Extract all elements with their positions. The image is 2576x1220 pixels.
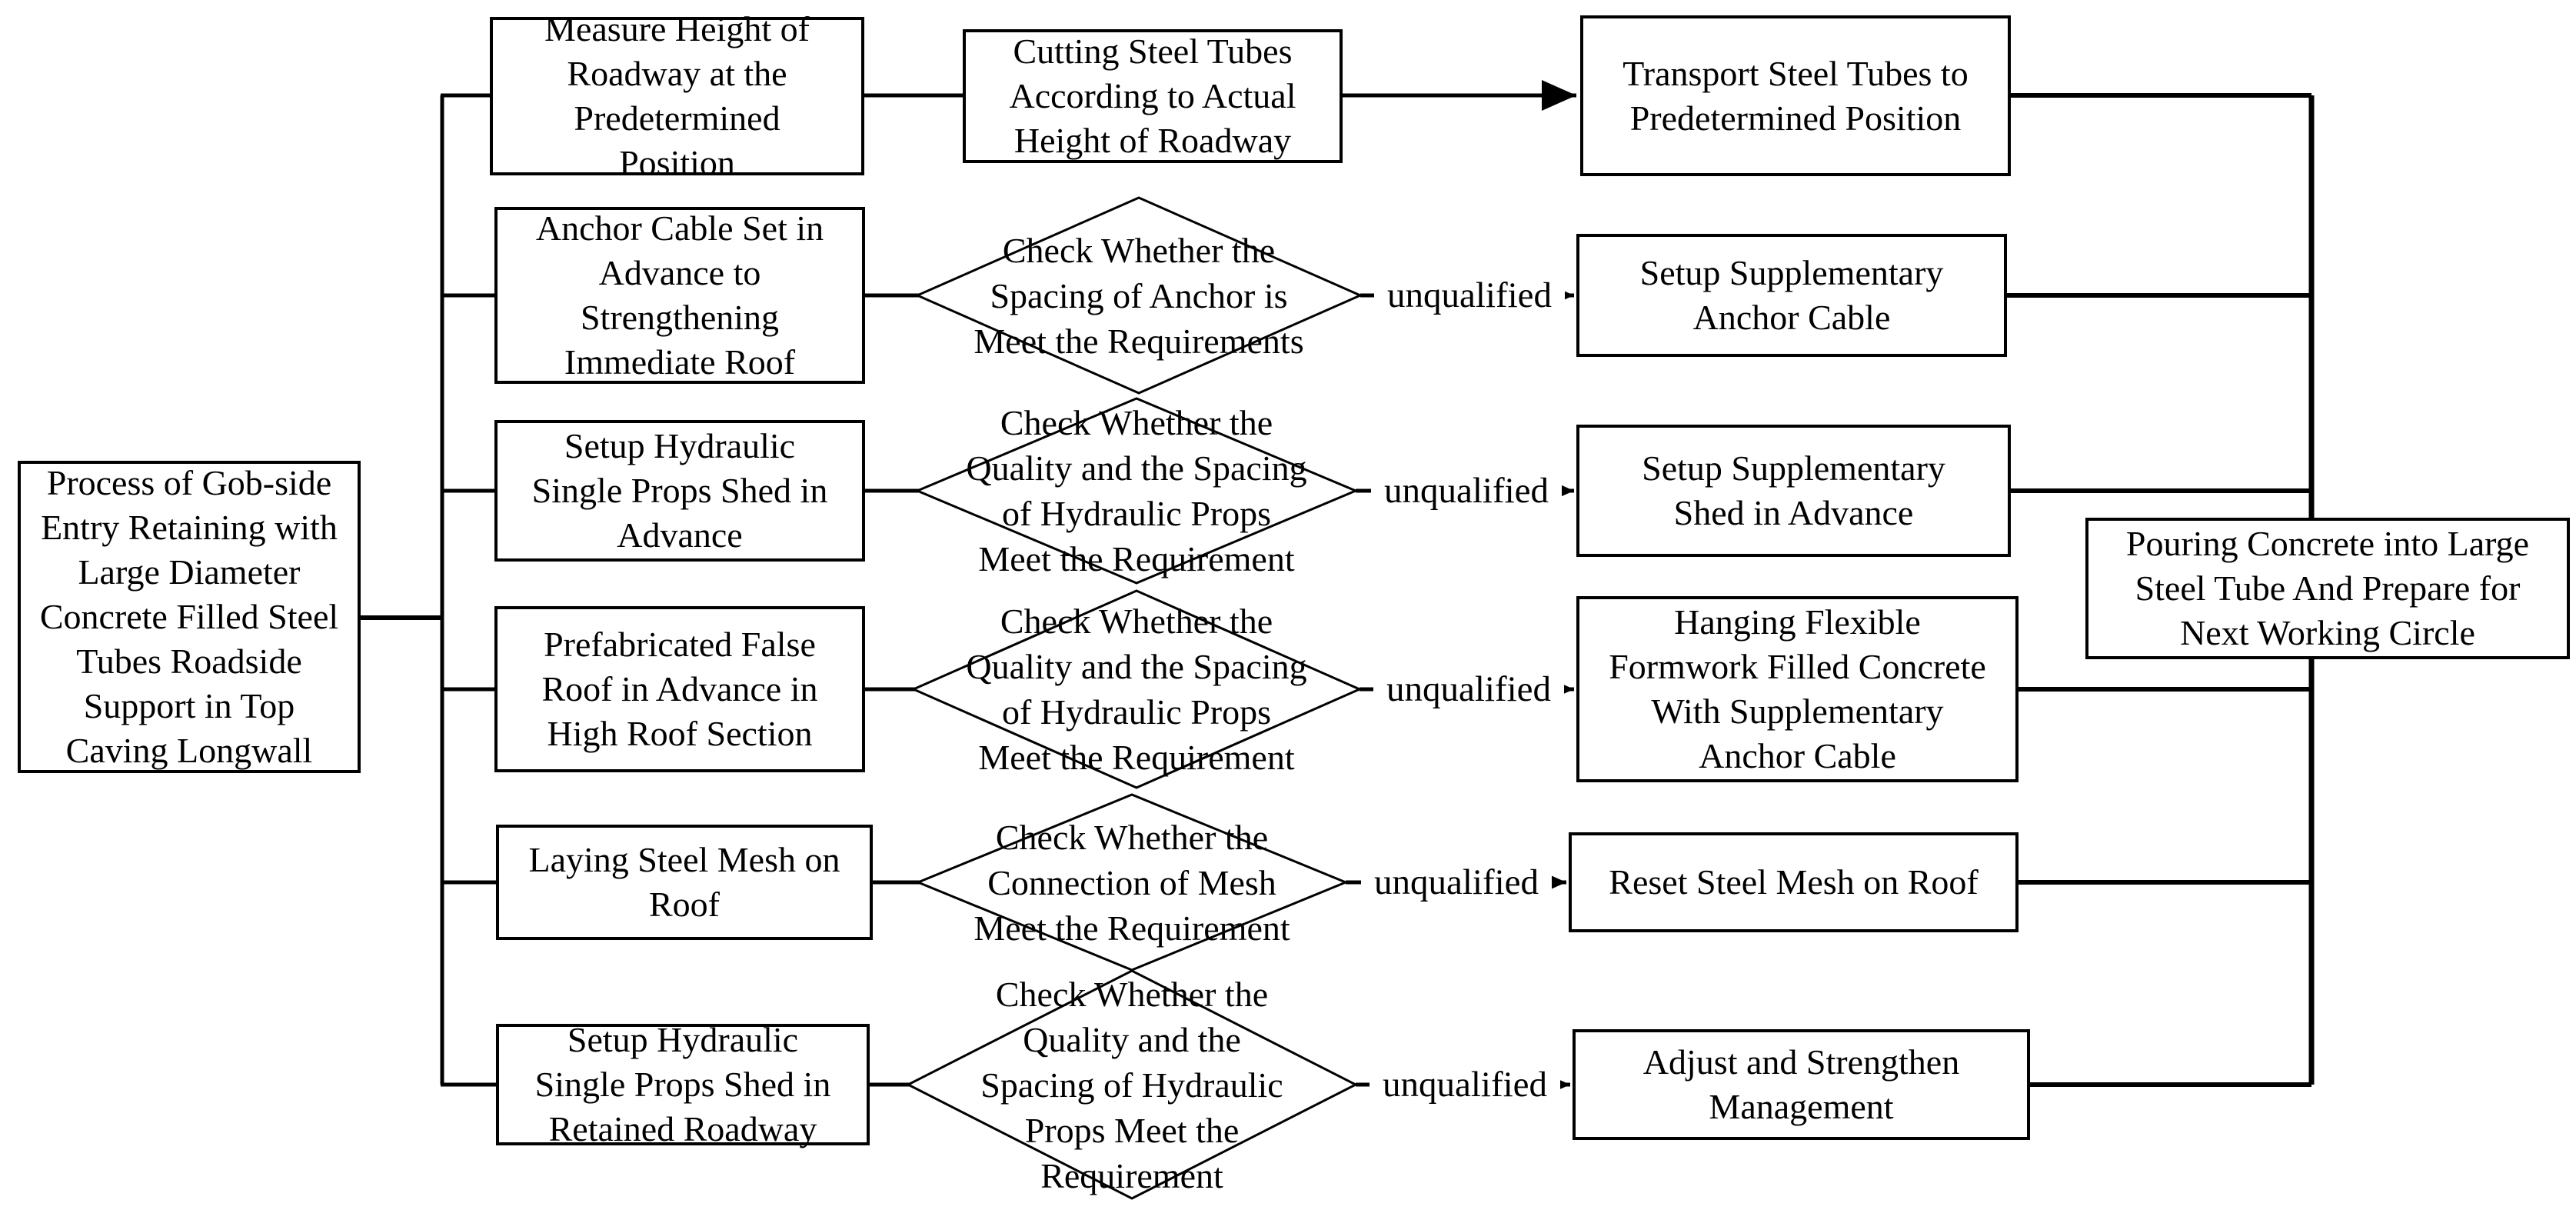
edge-label-unqualified-row3: unqualified	[1371, 468, 1562, 514]
node-anchor-cable: Anchor Cable Set in Advance to Strengthe…	[494, 207, 865, 384]
decision-props-quality-1	[914, 397, 1359, 585]
node-adjust-management: Adjust and Strengthen Management	[1573, 1029, 2030, 1140]
decision-mesh-connection	[915, 793, 1349, 972]
node-setup-supplementary-shed: Setup Supplementary Shed in Advance	[1576, 425, 2011, 557]
node-props-shed-advance: Setup Hydraulic Single Props Shed in Adv…	[494, 420, 865, 562]
decision-props-quality-2	[910, 589, 1363, 789]
node-reset-mesh: Reset Steel Mesh on Roof	[1569, 832, 2019, 932]
node-measure-height: Measure Height of Roadway at the Predete…	[490, 9, 864, 182]
node-setup-supplementary-anchor: Setup Supplementary Anchor Cable	[1576, 234, 2007, 357]
decision-anchor-spacing	[914, 196, 1363, 395]
decision-props-quality-3	[905, 969, 1359, 1200]
edge-label-unqualified-row4: unqualified	[1373, 666, 1564, 712]
node-transport-tubes: Transport Steel Tubes to Predetermined P…	[1580, 15, 2011, 176]
node-root-process: Process of Gob-side Entry Retaining with…	[18, 461, 361, 773]
edge-label-unqualified-row5: unqualified	[1361, 859, 1552, 905]
node-laying-mesh: Laying Steel Mesh on Roof	[496, 825, 873, 940]
edge-label-unqualified-row6: unqualified	[1370, 1062, 1560, 1108]
edge-label-unqualified-row2: unqualified	[1374, 272, 1565, 318]
node-hanging-formwork: Hanging Flexible Formwork Filled Concret…	[1576, 596, 2019, 782]
node-cutting-tubes: Cutting Steel Tubes According to Actual …	[963, 29, 1343, 163]
node-prefabricated-roof: Prefabricated False Roof in Advance in H…	[494, 606, 865, 772]
node-props-shed-retained: Setup Hydraulic Single Props Shed in Ret…	[496, 1020, 870, 1148]
node-pouring-concrete: Pouring Concrete into Large Steel Tube A…	[2085, 518, 2570, 659]
